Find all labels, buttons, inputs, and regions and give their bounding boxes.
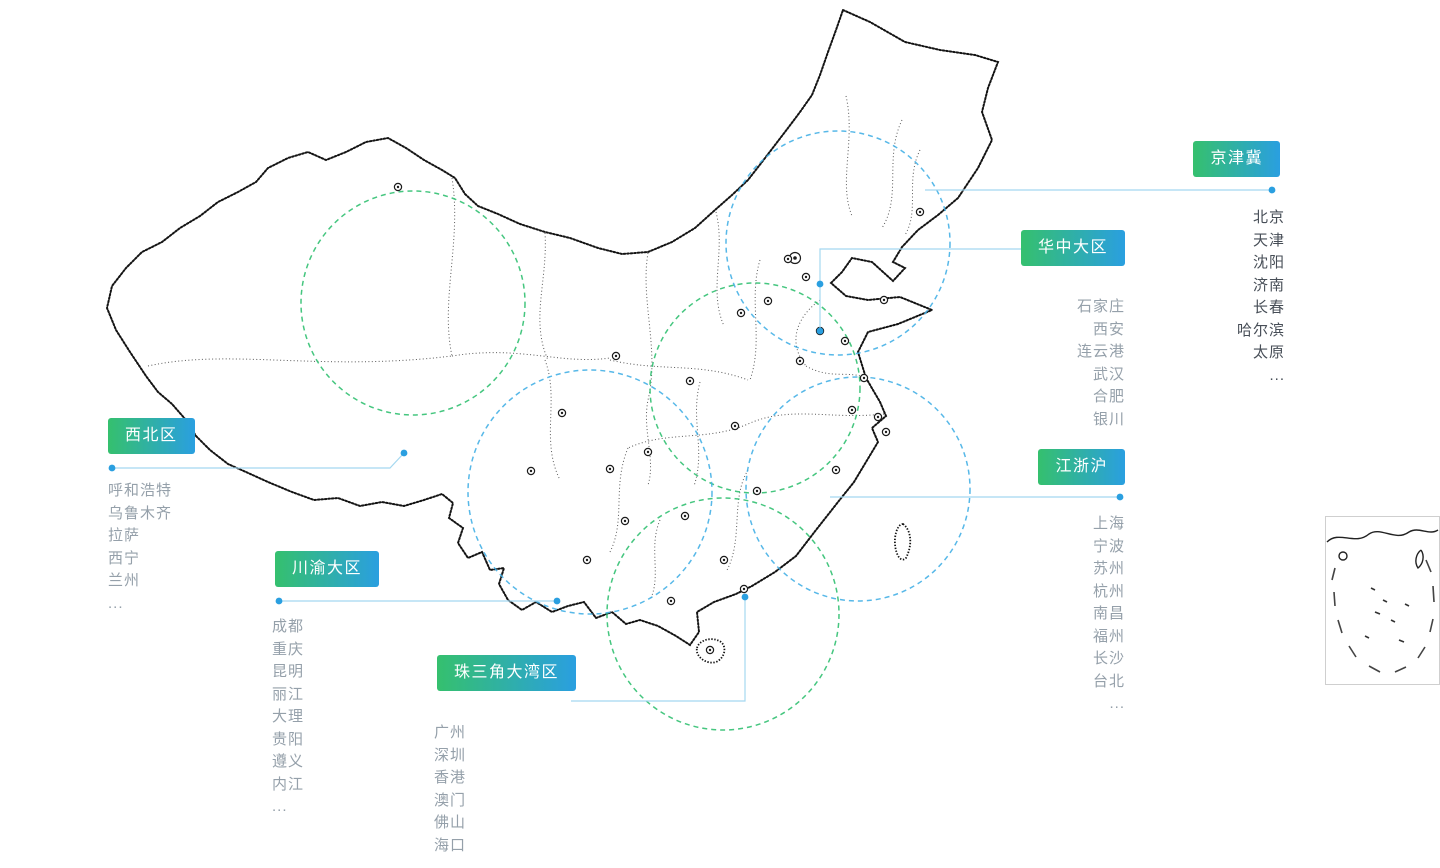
city-item: 呼和浩特 [108,482,173,499]
region-badge-jingjinji[interactable]: 京津冀 [1193,141,1280,177]
south-china-sea-inset [1325,516,1440,685]
city-item: 银川 [1092,410,1125,428]
city-item: 西宁 [108,549,141,567]
city-item: 济南 [1252,276,1285,294]
city-item: 丽江 [272,685,305,703]
city-item: 北京 [1252,209,1285,226]
city-item: 昆明 [272,663,305,680]
city-item: 香港 [434,769,467,786]
city-item: 澳门 [434,791,467,809]
leader-xibei [112,452,405,469]
city-item: 台北 [1092,672,1125,690]
city-item: 佛山 [434,814,467,831]
city-item: 哈尔滨 [1236,321,1285,339]
city-item: 广州 [434,724,467,741]
city-item: ... [434,859,450,868]
city-list-zhusanjiao: 广州深圳香港澳门佛山海口... [434,722,466,868]
city-item: ... [272,798,288,815]
city-item: ... [1269,366,1285,384]
city-item: 长春 [1252,299,1285,316]
leader-zhusanjiao [571,597,746,702]
region-badge-jiangzhehu[interactable]: 江浙沪 [1038,449,1125,485]
circle-chuanyu [467,369,713,615]
city-item: 武汉 [1092,365,1125,383]
hainan-island [695,638,726,664]
circle-xibei [300,190,526,416]
city-item: 成都 [272,618,305,635]
city-list-huazhong: 石家庄西安连云港武汉合肥银川 [1077,296,1125,431]
city-item: 兰州 [108,572,141,589]
city-list-xibei: 呼和浩特乌鲁木齐拉萨西宁兰州... [108,480,172,615]
city-item: 杭州 [1092,582,1125,600]
city-item: 天津 [1252,231,1285,249]
city-list-chuanyu: 成都重庆昆明丽江大理贵阳遵义内江... [272,616,304,819]
taiwan-island [894,523,912,561]
region-badge-huazhong[interactable]: 华中大区 [1020,230,1125,266]
city-item: 乌鲁木齐 [108,504,173,522]
circle-zhusanjiao [606,497,840,731]
city-item: 太原 [1252,344,1285,361]
city-item: 石家庄 [1076,298,1125,315]
city-item: ... [108,594,124,612]
city-item: 大理 [272,708,305,725]
city-list-jiangzhehu: 上海宁波苏州杭州南昌福州长沙台北... [1093,513,1125,716]
city-item: 宁波 [1092,537,1125,555]
city-item: 重庆 [272,640,305,658]
leader-lines [108,186,1276,702]
region-badge-zhusanjiao[interactable]: 珠三角大湾区 [437,655,577,691]
city-item: ... [1109,695,1125,712]
city-item: 拉萨 [108,527,141,544]
city-item: 沈阳 [1252,254,1285,271]
region-circles [300,130,971,731]
city-item: 贵阳 [272,730,305,748]
city-item: 长沙 [1092,650,1125,667]
city-item: 连云港 [1076,343,1125,360]
region-badge-chuanyu[interactable]: 川渝大区 [275,551,380,587]
city-item: 福州 [1092,627,1125,645]
city-item: 内江 [272,775,305,793]
region-badge-xibei[interactable]: 西北区 [108,418,195,454]
leader-huazhong [819,248,1026,331]
city-item: 上海 [1092,515,1125,532]
circle-huazhong [649,282,861,494]
city-item: 海口 [434,836,467,854]
china-border [105,8,1000,664]
city-item: 合肥 [1092,388,1125,405]
city-item: 南昌 [1092,605,1125,622]
circle-jiangzhehu [745,376,971,602]
city-item: 深圳 [434,746,467,764]
city-markers [393,182,925,655]
city-item: 苏州 [1092,560,1125,577]
city-item: 遵义 [272,753,305,770]
province-borders [147,95,921,601]
circle-jingjinji [725,130,951,356]
city-item: 西安 [1092,320,1125,338]
city-list-jingjinji: 北京天津沈阳济南长春哈尔滨太原... [1237,207,1285,387]
